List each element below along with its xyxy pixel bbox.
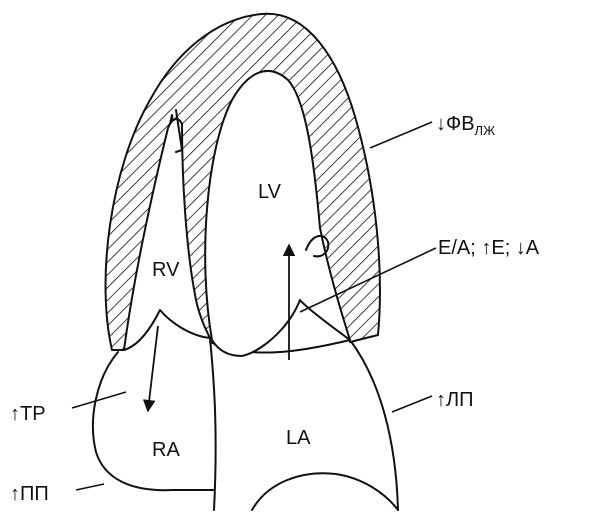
rv-label: RV [152, 259, 180, 281]
lvef-label: ↓ФВЛЖ [436, 113, 495, 138]
la-label: LA [286, 427, 311, 449]
mitral-flow-label: E/A; ↑E; ↓A [438, 237, 540, 259]
ra-label: RA [152, 439, 180, 461]
la-leader [392, 396, 432, 412]
tr-leader [72, 392, 126, 408]
ra-leader [76, 484, 104, 490]
pulmonary-vein-curve [252, 473, 398, 510]
left-atrium-outline [210, 340, 398, 510]
la-size-label: ↑ЛП [436, 389, 474, 411]
lv-label: LV [258, 181, 282, 203]
lvef-leader [370, 122, 432, 148]
tr-label: ↑TP [10, 403, 46, 425]
tricuspid-regurgitation-arrow [148, 326, 158, 410]
ra-size-label: ↑ПП [10, 483, 49, 505]
